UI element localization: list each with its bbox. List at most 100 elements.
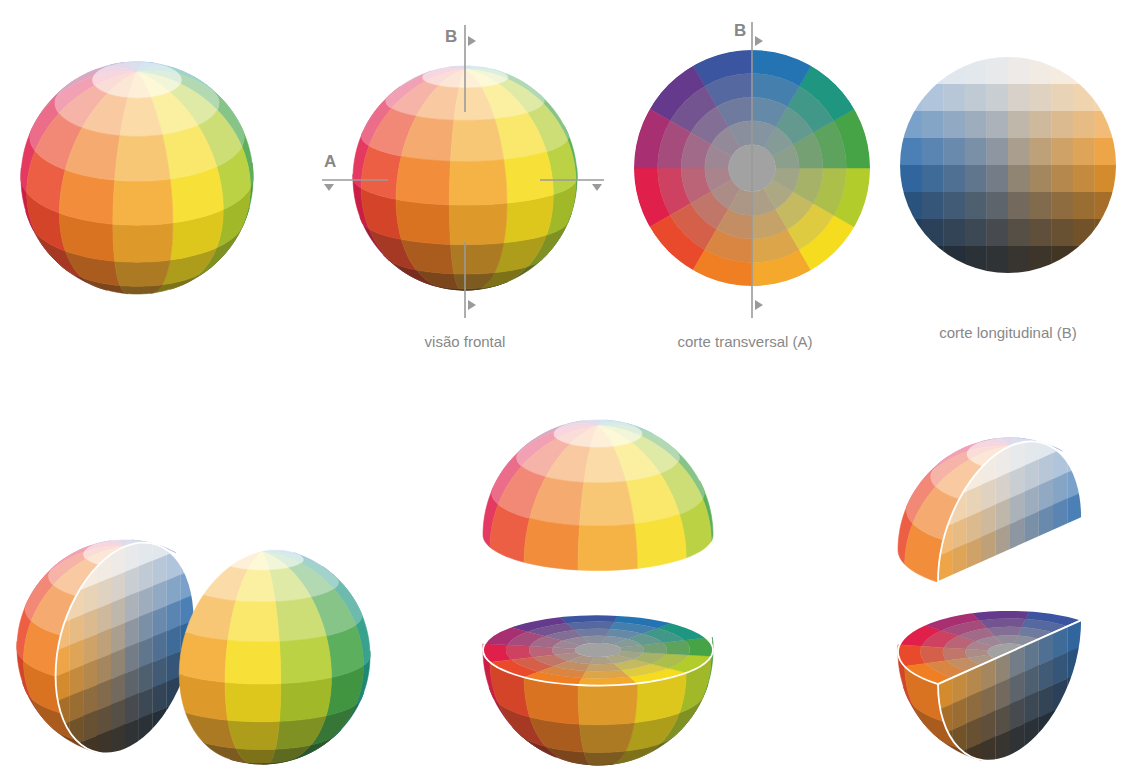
value-grid-cell — [1067, 516, 1082, 549]
value-grid-cell — [900, 219, 922, 246]
value-grid-cell — [1008, 165, 1030, 192]
value-grid-cell — [1039, 583, 1054, 616]
sphere-cell — [459, 69, 481, 88]
value-grid-cell — [1039, 505, 1054, 538]
longitudinal-cut — [900, 57, 1116, 273]
value-grid-cell — [1067, 440, 1082, 473]
value-grid-cell — [1051, 84, 1073, 111]
sphere-cell — [451, 243, 504, 274]
longitudinal-section — [900, 57, 1116, 273]
value-grid-cell — [952, 619, 967, 652]
value-grid-cell — [55, 747, 69, 770]
value-grid-cell — [1053, 548, 1068, 581]
value-grid-cell — [1051, 165, 1073, 192]
value-grid-cell — [986, 138, 1008, 165]
value-grid-cell — [1067, 568, 1082, 601]
sphere-cell — [236, 570, 275, 602]
value-grid-cell — [1094, 57, 1116, 84]
sphere-cell — [248, 552, 269, 571]
sphere-cell — [269, 568, 311, 602]
direction-arrowhead — [755, 36, 763, 46]
value-grid-cell — [981, 736, 996, 769]
value-grid-cell — [965, 57, 987, 84]
value-grid-cell — [938, 600, 953, 633]
value-grid-cell — [1053, 576, 1068, 609]
value-grid-cell — [986, 165, 1008, 192]
sphere-cell — [584, 751, 626, 765]
value-grid-cell — [922, 84, 944, 111]
sphere-cell — [186, 595, 236, 640]
cut-edge — [56, 518, 195, 770]
value-grid-cell — [1073, 111, 1095, 138]
view-caption: visão frontal — [425, 333, 506, 351]
color-sphere — [21, 62, 253, 294]
value-grid-cell — [1039, 555, 1054, 588]
value-grid-cell — [967, 561, 982, 594]
value-grid-cell — [1030, 84, 1052, 111]
value-grid-cell — [986, 84, 1008, 111]
value-grid-cell — [1039, 557, 1054, 590]
direction-arrowhead — [324, 184, 334, 191]
sphere-cell — [65, 128, 120, 180]
value-grid-cell — [1008, 138, 1030, 165]
value-grid-cell — [1073, 138, 1095, 165]
cut-edge — [465, 609, 731, 691]
value-grid-cell — [938, 730, 953, 763]
hue-ring-cell — [752, 121, 776, 148]
value-grid-cell — [1008, 57, 1030, 84]
value-grid-cell — [1010, 518, 1025, 551]
value-grid-cell — [1053, 522, 1068, 555]
value-grid-cell — [1051, 57, 1073, 84]
section-letter: B — [734, 21, 746, 41]
value-grid-cell — [900, 57, 922, 84]
value-grid-cell — [938, 756, 953, 770]
cut-edge — [938, 414, 1082, 582]
value-grid-cell — [1008, 111, 1030, 138]
sphere-cell — [454, 87, 495, 120]
value-grid-cell — [1008, 192, 1030, 219]
value-grid-cell — [1067, 542, 1082, 575]
value-grid-cell — [967, 613, 982, 646]
value-grid-cell — [1073, 165, 1095, 192]
sphere-cell — [449, 203, 507, 244]
sphere-cell — [580, 481, 635, 526]
value-grid-cell — [981, 607, 996, 640]
value-grid-cell — [1094, 138, 1116, 165]
hue-ring-cell — [772, 168, 799, 192]
sphere-cell — [225, 682, 281, 721]
value-grid-cell — [1073, 192, 1095, 219]
value-grid-cell — [1039, 529, 1054, 562]
sphere-cell — [236, 748, 275, 763]
value-grid-cell — [938, 626, 953, 659]
direction-arrowhead — [468, 300, 476, 310]
value-grid-cell — [180, 518, 194, 550]
value-grid-cell — [1051, 138, 1073, 165]
value-grid-cell — [981, 530, 996, 563]
view-caption: corte longitudinal (B) — [939, 324, 1077, 342]
sphere-cell — [162, 125, 216, 179]
value-grid-cell — [943, 138, 965, 165]
value-grid-cell — [1053, 574, 1068, 607]
sphere-cell — [115, 135, 170, 181]
value-grid-cell — [1094, 219, 1116, 246]
value-grid-cell — [986, 192, 1008, 219]
value-grid-cell — [995, 574, 1010, 607]
sphere-cell — [590, 426, 613, 448]
sphere-bowl — [483, 637, 713, 765]
sphere-cell — [401, 116, 454, 161]
value-grid-cell — [986, 219, 1008, 246]
sphere-cell — [580, 723, 635, 753]
value-grid-cell — [986, 246, 1008, 273]
value-grid-cell — [900, 138, 922, 165]
sphere-cell — [228, 601, 279, 642]
value-grid-cell — [180, 544, 194, 576]
value-grid-cell — [967, 537, 982, 570]
sphere-cell — [634, 514, 686, 568]
sphere-half — [179, 550, 370, 764]
sphere-cell — [454, 273, 495, 289]
value-grid-cell — [1024, 535, 1039, 568]
sphere-cell — [626, 474, 680, 524]
longitudinal-section — [938, 414, 1082, 686]
value-grid-cell — [1067, 698, 1082, 731]
